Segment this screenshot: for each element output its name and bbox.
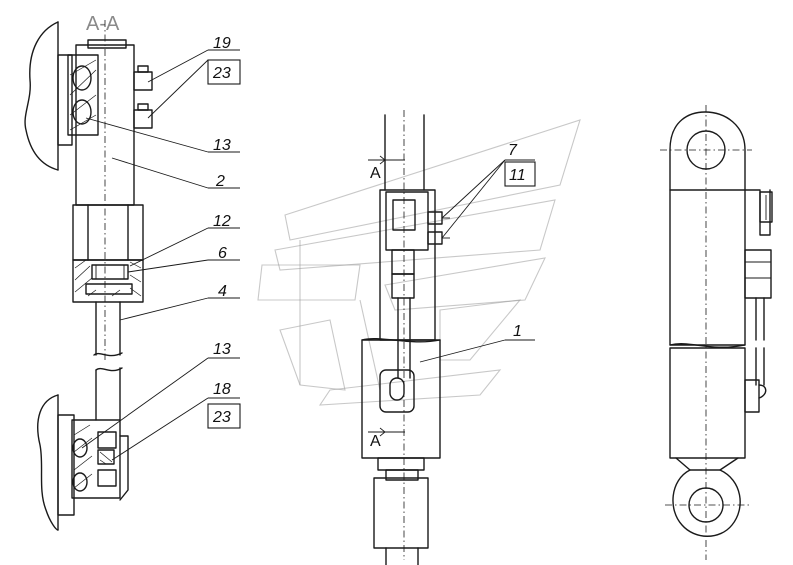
callout-2: 2 [215,173,225,190]
callout-4: 4 [218,283,227,300]
eye-slot [379,369,415,413]
section-a-a-view: A-A [24,13,153,531]
callout-6: 6 [218,245,227,262]
section-title: A-A [86,13,120,35]
callout-13-upper: 13 [213,137,231,154]
bottom-eye [672,469,741,537]
right-body-lower [669,347,746,459]
callout-11: 11 [509,167,526,184]
callout-7: 7 [508,142,518,159]
wall-upper [24,21,59,171]
lower-rod [373,477,429,549]
bearing-housing [72,259,144,303]
callout-18: 18 [213,381,231,398]
watermark-logo [257,119,581,406]
middle-view: A A [361,110,450,565]
callout-12: 12 [213,213,231,230]
callout-19: 19 [213,35,231,52]
section-mark-lower: A [370,433,381,450]
callouts-middle: 7 11 1 [419,142,536,363]
top-eye [669,111,746,191]
callout-23-lower: 23 [212,409,231,426]
callout-23-upper: 23 [212,65,231,82]
nut [72,204,144,261]
right-view [660,105,773,560]
callout-13-lower: 13 [213,341,231,358]
callout-1: 1 [513,323,522,340]
rod-4 [95,301,121,356]
callouts-left: 19 23 13 2 12 6 4 13 18 23 [81,35,241,461]
section-mark-upper: A [370,165,381,182]
right-body-upper [669,189,746,346]
lower-clamp [71,419,121,499]
bearing-6 [91,264,129,280]
wall-lower [37,394,59,531]
